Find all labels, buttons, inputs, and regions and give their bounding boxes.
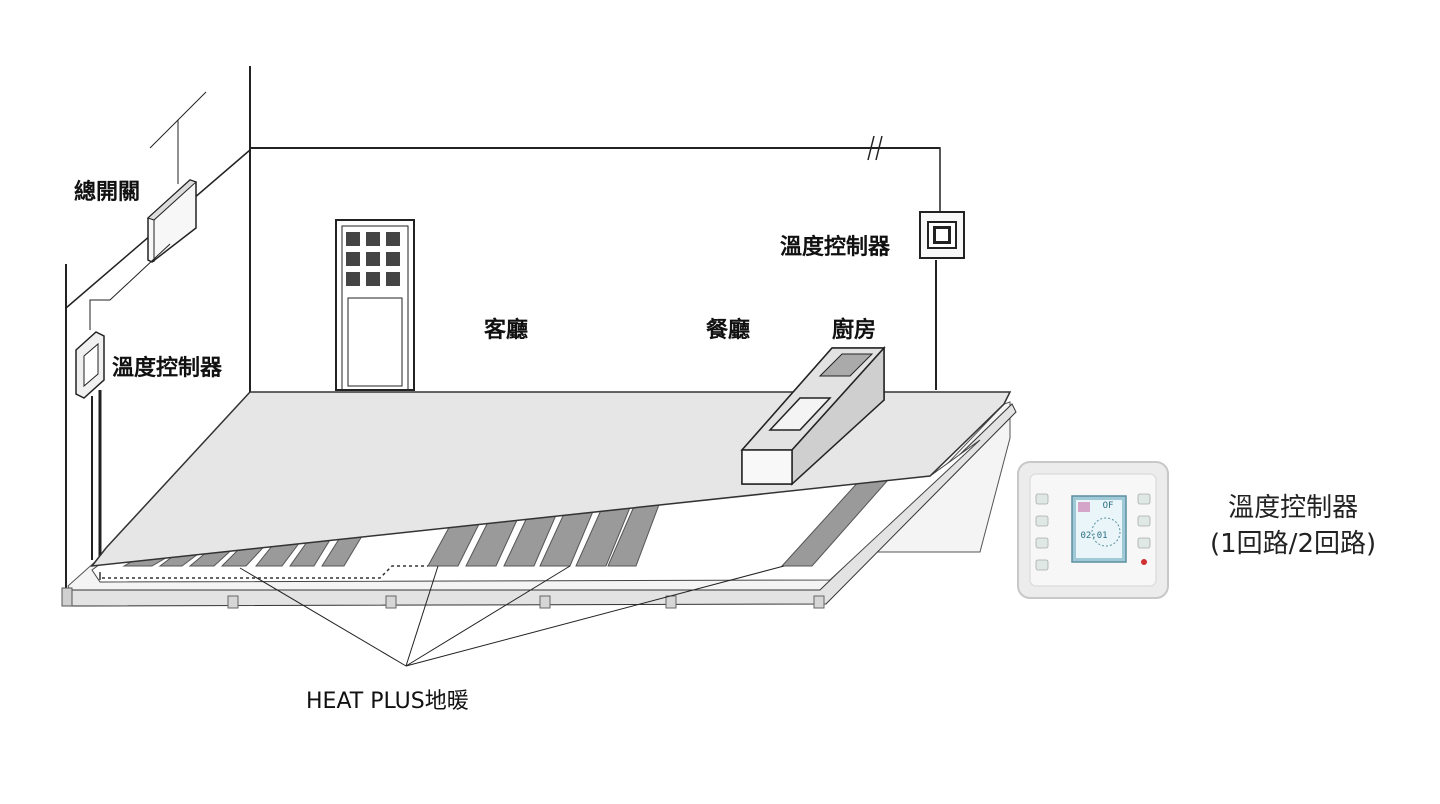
right-thermostat	[919, 211, 965, 259]
controller-status-text: OF	[1103, 501, 1114, 511]
controller-time-text: 02:01	[1080, 531, 1107, 541]
label-controller-subtitle: (1回路/2回路)	[1210, 529, 1377, 559]
label-dining-room: 餐廳	[706, 318, 751, 343]
label-thermostat-left: 溫度控制器	[112, 356, 223, 381]
label-living-room: 客廳	[484, 318, 529, 343]
controller-device: OF 02:01	[1017, 461, 1169, 599]
label-controller: 溫度控制器 (1回路/2回路)	[1210, 490, 1376, 562]
heater-wire	[102, 565, 428, 579]
pointer-lines	[239, 565, 785, 667]
wire-break-mark	[867, 135, 941, 212]
main-switch-box	[89, 91, 207, 330]
label-main-switch: 總開關	[74, 180, 141, 205]
label-thermostat-right: 溫度控制器	[780, 235, 891, 260]
door	[335, 219, 415, 391]
left-thermostat	[75, 331, 105, 560]
kitchen-counter	[740, 346, 886, 486]
label-controller-title: 溫度控制器	[1228, 493, 1359, 523]
label-heat-plus: HEAT PLUS地暖	[306, 689, 469, 714]
label-kitchen: 廚房	[832, 318, 877, 343]
